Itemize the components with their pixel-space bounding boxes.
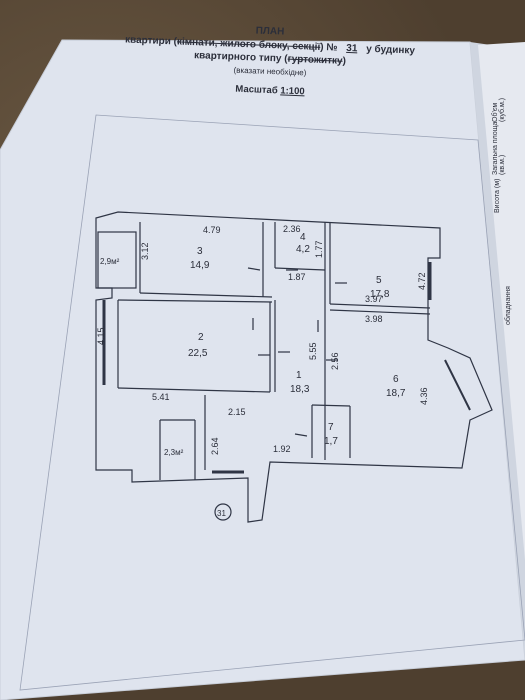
dim-264: 2.64 [210, 437, 220, 455]
dim-472: 4.72 [417, 272, 427, 290]
dim-479: 4.79 [203, 225, 221, 235]
balcony-bottom-area: 2,3м² [164, 448, 184, 457]
dim-397: 3.97 [365, 294, 383, 304]
entrance-number: 31 [217, 509, 226, 518]
room-7-area: 1,7 [324, 436, 338, 447]
room-5-area: 17,8 [370, 289, 390, 300]
balcony-left-area: 2,9м² [100, 257, 120, 266]
dim-436: 4.36 [419, 387, 429, 405]
room-5-number: 5 [376, 275, 382, 286]
dim-215: 2.15 [228, 407, 246, 417]
room-4-area: 4,2 [296, 244, 310, 255]
outer-wall [95, 211, 493, 523]
room-3-number: 3 [197, 246, 203, 257]
dim-177: 1.77 [314, 240, 324, 258]
entrance-circle [214, 503, 232, 521]
dim-541: 5.41 [152, 392, 170, 402]
room-2-number: 2 [198, 332, 204, 343]
room-1-area: 18,3 [290, 384, 310, 395]
room-4-number: 4 [300, 232, 306, 243]
dim-555: 5.55 [308, 342, 318, 360]
room-6-number: 6 [393, 374, 399, 385]
dim-187: 1.87 [288, 272, 306, 282]
dim-312: 3.12 [140, 242, 150, 260]
room-2-area: 22,5 [188, 348, 208, 359]
dim-256: 2.56 [330, 352, 340, 370]
room-1-number: 1 [296, 370, 302, 381]
dim-398: 3.98 [365, 314, 383, 324]
dim-415: 4.15 [96, 327, 106, 345]
room-3-area: 14,9 [190, 260, 210, 271]
room-6-area: 18,7 [386, 388, 406, 399]
room-7-number: 7 [328, 422, 334, 433]
dim-192: 1.92 [273, 444, 291, 454]
dim-236: 2.36 [283, 224, 301, 234]
